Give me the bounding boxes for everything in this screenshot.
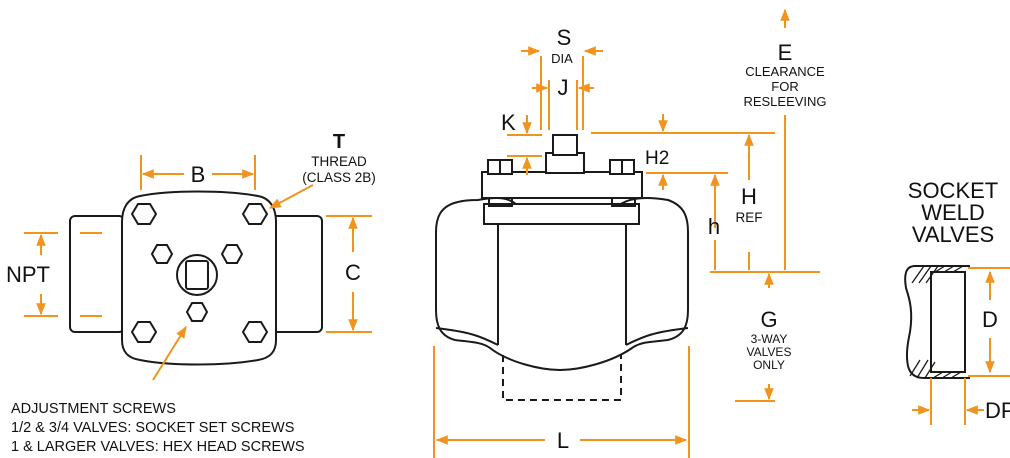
socket-weld-detail [904, 265, 1010, 425]
side-view [433, 8, 820, 458]
label-t: T [333, 131, 345, 153]
label-resleeving: RESLEEVING [743, 94, 826, 109]
label-thread-class: (CLASS 2B) [302, 170, 376, 185]
hex-screw-bottom-left [130, 321, 158, 343]
cover-plate [483, 203, 640, 225]
label-for: FOR [771, 79, 798, 94]
label-e: E [778, 40, 793, 65]
label-g: G [760, 307, 777, 332]
hex-screw-top-left [130, 203, 158, 225]
label-s: S [557, 25, 572, 50]
label-h2: H2 [645, 148, 669, 169]
label-h-small: h [708, 214, 720, 239]
label-j: J [558, 75, 569, 100]
label-weld: WELD [921, 200, 985, 225]
adjustment-screw-right [220, 244, 244, 264]
label-thread: THREAD [311, 154, 367, 169]
top-view [24, 155, 372, 381]
adjustment-screws-note: ADJUSTMENT SCREWS [11, 401, 176, 417]
label-valves: VALVES [747, 345, 792, 359]
label-clearance: CLEARANCE [745, 64, 825, 79]
label-ref: REF [736, 210, 763, 225]
hex-screw-bottom-right [241, 321, 269, 343]
label-npt: NPT [6, 262, 50, 287]
label-l: L [557, 428, 569, 453]
label-socket: SOCKET [908, 178, 998, 203]
label-dp: DP [985, 398, 1010, 423]
label-k: K [501, 110, 516, 135]
label-dia: DIA [551, 51, 573, 66]
label-only: ONLY [753, 358, 785, 372]
label-valves-socket: VALVES [912, 222, 994, 247]
adjustment-screw-left [150, 244, 174, 264]
three-way-extension [502, 355, 622, 401]
stem-top [552, 134, 578, 156]
adjustment-screw-bottom [185, 302, 209, 322]
hex-screw-top-right [241, 203, 269, 225]
label-h-ref: H [741, 184, 757, 209]
hex-head-screws-note: 1 & LARGER VALVES: HEX HEAD SCREWS [11, 439, 305, 455]
label-3way: 3-WAY [751, 332, 788, 346]
label-d: D [982, 307, 998, 332]
socket-set-screws-note: 1/2 & 3/4 VALVES: SOCKET SET SCREWS [11, 420, 295, 436]
top-cap [481, 171, 643, 199]
socket-bore [930, 271, 966, 373]
label-b: B [191, 162, 206, 187]
label-c: C [345, 260, 361, 285]
